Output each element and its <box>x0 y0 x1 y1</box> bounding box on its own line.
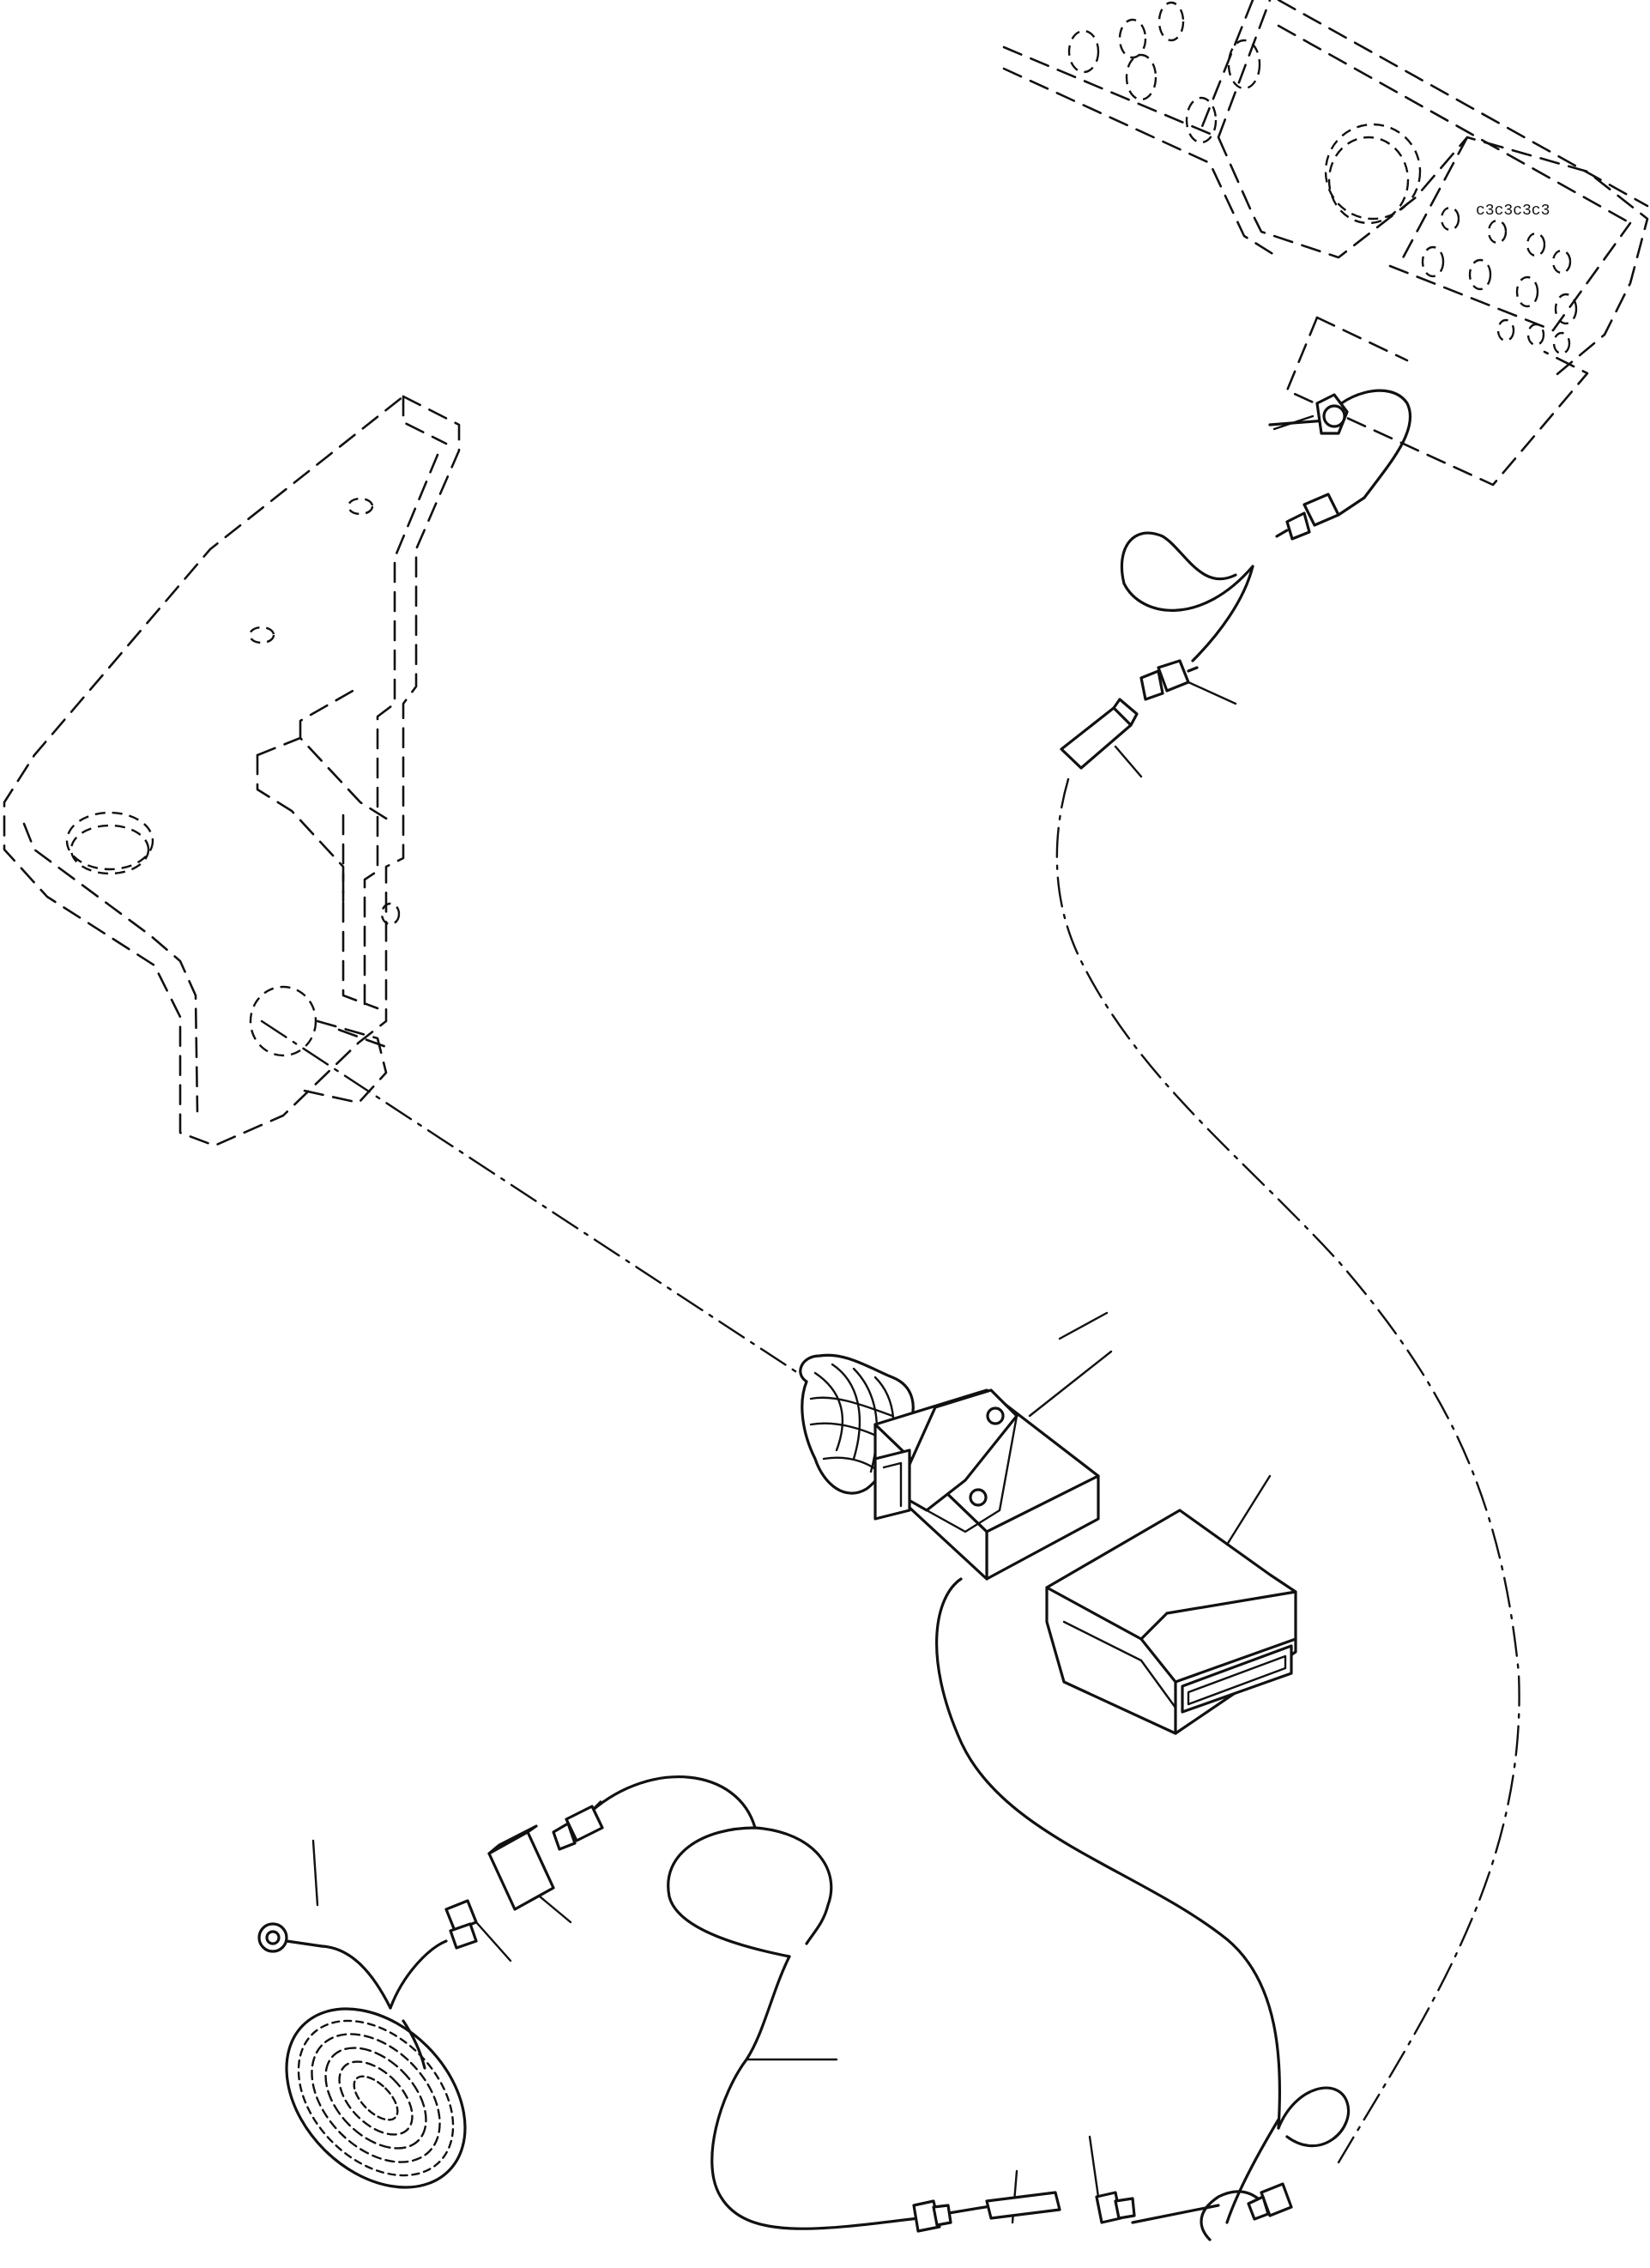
connector-sleeve <box>985 2191 1061 2220</box>
mounting-bracket <box>3 395 461 1147</box>
leader-line <box>474 1920 512 1963</box>
horn-speaker <box>285 2007 467 2189</box>
connector-sleeve <box>487 1824 555 1911</box>
bullet-connector <box>1275 493 1340 541</box>
bullet-connector <box>1247 2182 1293 2221</box>
frame-large-hole <box>1324 123 1422 221</box>
bullet-connector <box>444 1899 478 1950</box>
svg-text:c3c3c3c3: c3c3c3c3 <box>1476 203 1550 220</box>
horn-lead-wire <box>389 1939 448 2010</box>
ring-terminal <box>257 1922 323 1953</box>
horn-switch-with-boot <box>799 1350 1113 1581</box>
leader-line <box>1088 2135 1100 2198</box>
leader-line <box>1187 680 1237 705</box>
leader-line <box>1225 1474 1272 1546</box>
switch-cover <box>1045 1474 1297 1735</box>
leader-line <box>1272 414 1315 431</box>
switch-mount-axis <box>260 1019 800 1375</box>
leader-line <box>1114 745 1143 778</box>
leader-line <box>1058 1311 1109 1340</box>
leader-line <box>1028 1350 1113 1418</box>
bullet-connector <box>1095 2191 1136 2224</box>
wire-harness-upper <box>1060 389 1412 770</box>
bullet-connector <box>1139 659 1199 701</box>
bullet-connector <box>552 1805 604 1851</box>
bracket-hole-large <box>65 811 154 871</box>
leader-line <box>311 1839 319 1907</box>
screw-hole <box>969 1488 988 1507</box>
wire-harness-lower <box>311 414 1351 2241</box>
horn-lead-wire <box>320 1944 392 2010</box>
cab-frame-panel: c3c3c3c3 <box>1002 0 1649 487</box>
wire-harness-main <box>260 777 1520 2164</box>
screw-hole <box>986 1406 1005 1425</box>
connector-sleeve <box>1060 698 1139 770</box>
bracket-hole-lower <box>249 985 317 1057</box>
bullet-connector <box>912 2199 952 2233</box>
